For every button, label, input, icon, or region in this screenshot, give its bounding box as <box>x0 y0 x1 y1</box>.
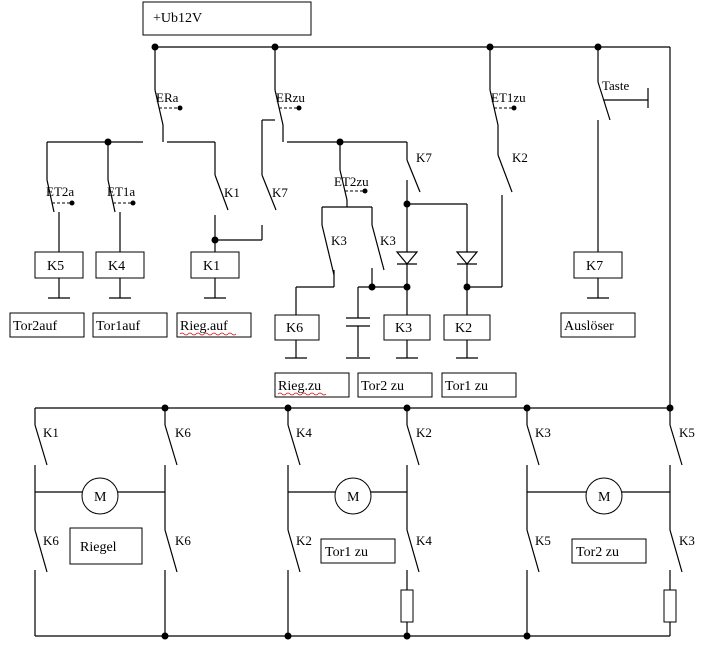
coil-k7-label: K7 <box>586 259 603 274</box>
motor-riegel-symbol: M <box>94 490 107 505</box>
label-m1-tr: K6 <box>175 425 191 440</box>
coil-k5: K5 <box>34 251 84 299</box>
label-k7-ctrl: K7 <box>272 185 288 200</box>
coil-k3: K3 <box>383 314 431 359</box>
label-et2zu: ET2zu <box>334 174 369 189</box>
output-tor2auf-label: Tor2auf <box>13 319 57 334</box>
output-tor2zu-label: Tor2 zu <box>361 379 404 394</box>
contact-et1zu: ET1zu <box>489 47 526 142</box>
coil-k2-label: K2 <box>455 321 472 336</box>
coil-k4: K4 <box>95 251 145 299</box>
coil-k4-label: K4 <box>108 259 125 274</box>
motor-riegel-icon <box>81 477 119 515</box>
output-riegzu-label: Rieg.zu <box>278 379 321 394</box>
label-m3-br: K3 <box>679 533 695 548</box>
era-right-branch: K1 K7 <box>167 119 288 252</box>
power-bus <box>35 404 674 640</box>
coil-k6: K6 <box>274 314 320 359</box>
coil-k7: K7 <box>573 251 623 299</box>
label-erzu: ERzu <box>276 90 305 105</box>
motor-riegel-name: Riegel <box>80 540 117 555</box>
motor-tor1-symbol: M <box>347 490 360 505</box>
motor-tor1-icon <box>334 477 372 515</box>
coil-k1-label: K1 <box>203 259 220 274</box>
label-et2a: ET2a <box>46 184 74 199</box>
label-m1-tl: K1 <box>43 425 59 440</box>
label-k3-right: K3 <box>380 233 396 248</box>
bridge-tor1: M K4 K2 K2 K4 Tor1 zu <box>287 408 432 636</box>
label-m2-tl: K4 <box>296 425 312 440</box>
output-tor2zu: Tor2 zu <box>357 372 433 398</box>
label-et1zu: ET1zu <box>491 90 526 105</box>
label-m1-bl: K6 <box>43 533 59 548</box>
coil-k6-label: K6 <box>286 321 303 336</box>
output-tor1zu-label: Tor1 zu <box>445 379 488 394</box>
era-left-branch: ET2a ET1a <box>46 138 143 252</box>
output-tor1zu: Tor1 zu <box>441 372 517 398</box>
contact-erzu: ERzu <box>274 47 305 142</box>
output-ausloeser: Auslöser <box>560 312 636 338</box>
supply-label: +Ub12V <box>153 11 202 26</box>
coil-k3-label: K3 <box>395 321 412 336</box>
output-riegzu: Rieg.zu <box>274 372 350 398</box>
coil-k1: K1 <box>190 251 240 299</box>
output-tor2auf: Tor2auf <box>9 312 85 338</box>
label-m2-tr: K2 <box>416 425 432 440</box>
label-m3-tl: K3 <box>535 425 551 440</box>
erzu-branch: ET2zu K7 K3 K3 <box>287 138 528 359</box>
coil-k2: K2 <box>443 314 491 359</box>
bridge-tor2: M K3 K5 K5 K3 Tor2 zu <box>526 408 695 636</box>
label-taste: Taste <box>602 78 629 93</box>
label-m2-bl: K2 <box>296 533 312 548</box>
motor-tor1-name: Tor1 zu <box>325 545 368 560</box>
motor-tor2-symbol: M <box>598 490 611 505</box>
bridge-riegel: M K1 K6 K6 K6 Riegel <box>34 408 191 636</box>
label-era: ERa <box>156 90 179 105</box>
label-m1-br: K6 <box>175 533 191 548</box>
label-m3-bl: K5 <box>535 533 551 548</box>
output-riegauf-label: Rieg.auf <box>180 319 228 334</box>
output-tor1auf: Tor1auf <box>92 312 168 338</box>
label-k1-ctrl: K1 <box>224 185 240 200</box>
label-et1a: ET1a <box>107 184 135 199</box>
label-m3-tr: K5 <box>679 425 695 440</box>
motor-tor2-icon <box>585 477 623 515</box>
contact-era: ERa <box>154 47 183 142</box>
motor-tor2-name: Tor2 zu <box>576 545 619 560</box>
supply-box: +Ub12V <box>142 1 312 36</box>
label-k2-ctrl: K2 <box>512 150 528 165</box>
label-m2-br: K4 <box>416 533 432 548</box>
label-k3-left: K3 <box>331 233 347 248</box>
label-k7-right: K7 <box>416 150 432 165</box>
coil-k5-label: K5 <box>47 259 64 274</box>
output-tor1auf-label: Tor1auf <box>96 319 140 334</box>
top-bus <box>151 43 671 408</box>
output-riegauf: Rieg.auf <box>176 312 252 338</box>
contact-taste: Taste <box>597 47 649 252</box>
output-ausloeser-label: Auslöser <box>564 319 614 334</box>
